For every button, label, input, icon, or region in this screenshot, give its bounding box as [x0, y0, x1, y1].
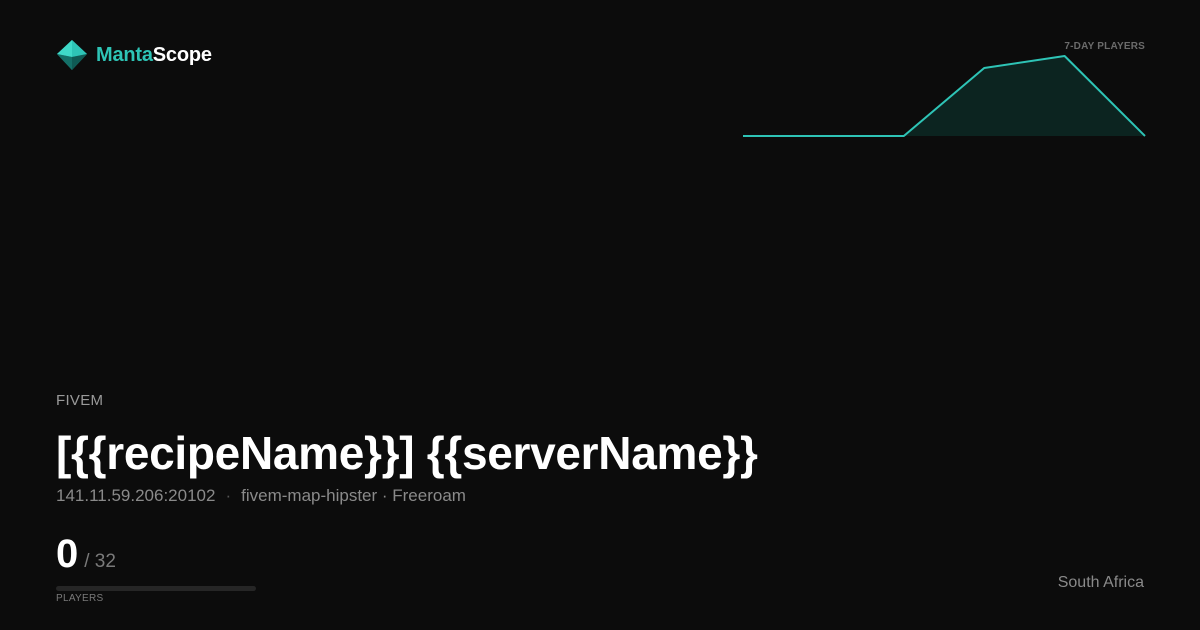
meta-separator: · [225, 486, 232, 505]
brand-name: MantaScope [96, 44, 212, 67]
sparkline-line [743, 55, 1146, 137]
game-label: FIVEM [56, 392, 104, 409]
sparkline-svg [742, 55, 1146, 137]
player-history-chart: 7-DAY PLAYERS [742, 38, 1146, 138]
sparkline-area [743, 56, 1145, 136]
chart-title: 7-DAY PLAYERS [1064, 41, 1145, 52]
server-meta: 141.11.59.206:20102 · fivem-map-hipster · … [56, 486, 466, 506]
server-country: South Africa [1057, 574, 1144, 591]
manta-diamond-icon [57, 40, 87, 70]
players-count: 0 / 32 [56, 532, 116, 577]
brand: MantaScope [56, 40, 212, 70]
players-max: / 32 [84, 551, 116, 572]
players-progress-bar [56, 586, 256, 591]
players-current: 0 [56, 532, 79, 576]
brand-name-accent: Manta [96, 43, 153, 66]
server-address: 141.11.59.206:20102 [56, 486, 216, 505]
brand-name-rest: Scope [152, 43, 212, 66]
players-label: PLAYERS [56, 593, 104, 604]
server-details: fivem-map-hipster · Freeroam [241, 486, 466, 505]
server-title: [{{recipeName}}] {{serverName}} [56, 427, 758, 479]
